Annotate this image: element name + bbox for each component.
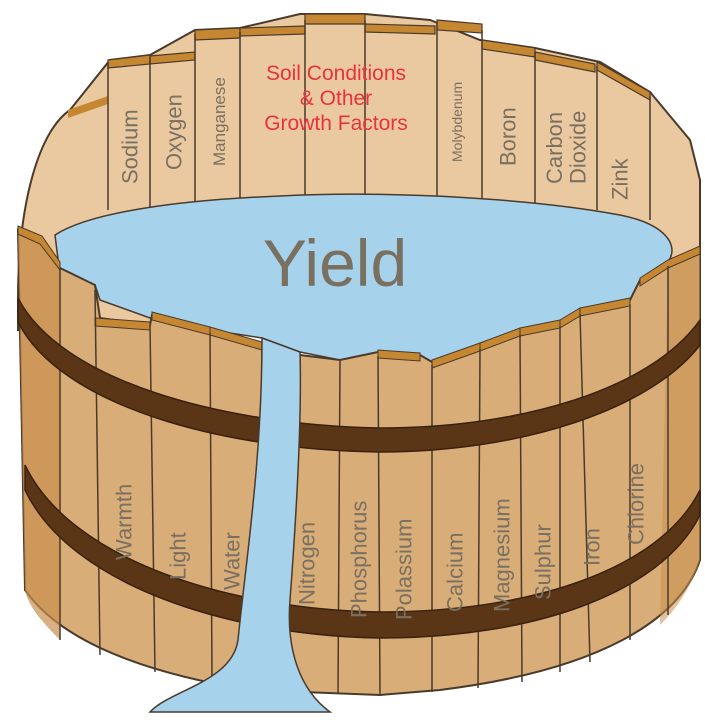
stave-text-magnesium: Magnesium	[490, 498, 515, 612]
stave-label-manganese: Manganese	[210, 77, 229, 166]
stave-text-zink: Zink	[608, 157, 633, 200]
stave-text-sulphur: Sulphur	[531, 524, 556, 600]
stave-label-zink: Zink	[608, 157, 633, 200]
stave-label-molybdenum: Molybdenum	[449, 82, 465, 162]
stave-text-light: Light	[166, 532, 191, 580]
stave-label-light: Light	[166, 532, 191, 580]
stave-label-sulphur: Sulphur	[531, 524, 556, 600]
stave-label-water: Water	[220, 532, 245, 590]
yield-title: Yield	[263, 226, 407, 300]
back-stave-labels: Sodium Oxygen Manganese Molybdenum Boron Carb…	[118, 77, 633, 200]
stave-text-boron: Boron	[496, 107, 521, 166]
stave-text-molybdenum: Molybdenum	[449, 82, 465, 162]
stave-text-phosphorus: Phosphorus	[347, 501, 372, 618]
soil-conditions-line-3: Growth Factors	[264, 112, 408, 135]
stave-label-magnesium: Magnesium	[490, 498, 515, 612]
stave-text-sodium: Sodium	[118, 109, 143, 184]
water-stream	[148, 336, 333, 713]
stave-text-manganese: Manganese	[210, 77, 229, 166]
soil-conditions-line-2: & Other	[300, 87, 372, 110]
stave-label-nitrogen: Nitrogen	[295, 522, 320, 605]
stave-label-iron: Iron	[580, 528, 605, 566]
soil-conditions-line-1: Soil Conditions	[266, 62, 406, 85]
stave-label-warmth: Warmth	[112, 484, 137, 560]
stave-text-iron: Iron	[580, 528, 605, 566]
stave-label-sodium: Sodium	[118, 109, 143, 184]
stave-label-oxygen: Oxygen	[162, 94, 187, 170]
stave-text-water: Water	[220, 532, 245, 590]
upper-band	[17, 297, 701, 453]
stave-label-boron: Boron	[496, 107, 521, 166]
stave-label-phosphorus: Phosphorus	[347, 501, 372, 618]
stave-text-calcium: Calcium	[443, 533, 468, 612]
stave-text-carbon-dioxide-2: Dioxide	[565, 111, 590, 184]
stave-label-calcium: Calcium	[443, 533, 468, 612]
stave-label-polassium: Polassium	[392, 519, 417, 620]
lower-band	[24, 464, 701, 639]
stave-text-oxygen: Oxygen	[162, 94, 187, 170]
stave-text-warmth: Warmth	[112, 484, 137, 560]
stave-label-chlorine: Chlorine	[624, 463, 649, 545]
stave-text-carbon-dioxide-1: Carbon	[542, 112, 567, 184]
stave-text-polassium: Polassium	[392, 519, 417, 620]
stave-text-nitrogen: Nitrogen	[295, 522, 320, 605]
stave-text-chlorine: Chlorine	[624, 463, 649, 545]
